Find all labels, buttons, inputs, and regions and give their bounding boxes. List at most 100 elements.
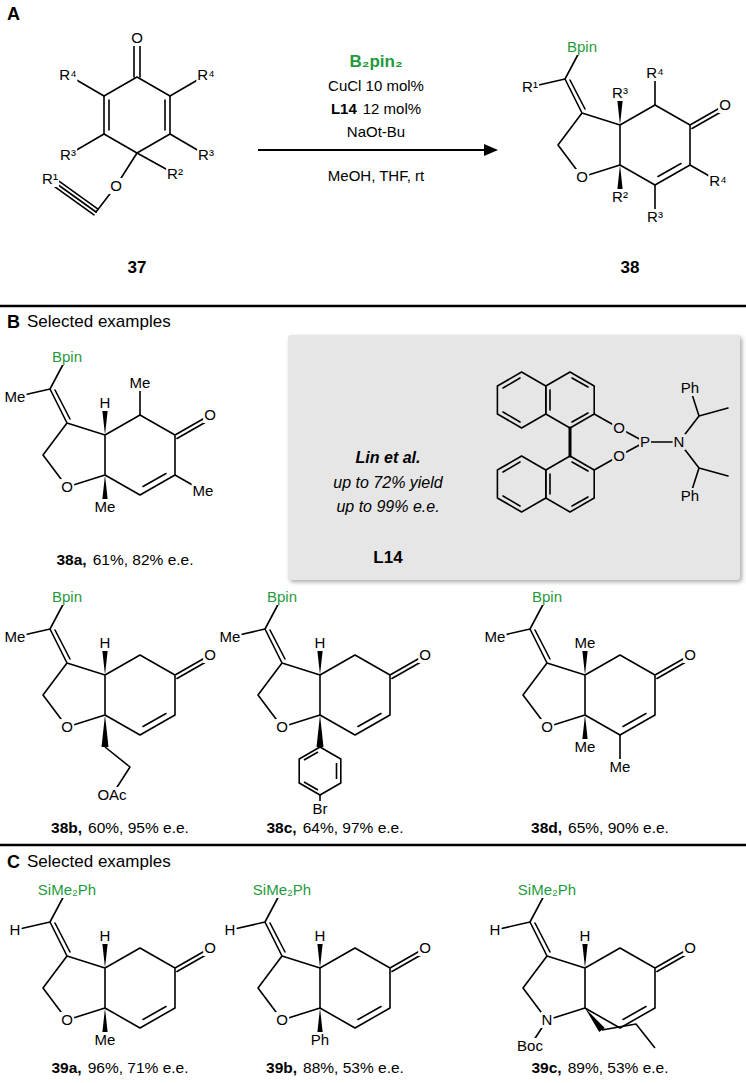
label-holder: Me	[4, 389, 27, 405]
label-holder: O	[203, 647, 217, 663]
label-holder: R⁴	[58, 67, 77, 83]
ligand-name: L14	[373, 548, 402, 567]
example-structure-part	[15, 597, 212, 735]
label-group: 38a,61%, 82% e.e.	[56, 552, 195, 568]
atom-label: SiMe₂Ph	[252, 882, 312, 898]
label-holder: Me	[129, 375, 152, 391]
atom-label: O	[60, 1012, 74, 1028]
substrate-structure-part	[109, 100, 165, 130]
label-group: 39a,96%, 71% e.e.	[51, 1060, 190, 1076]
example-structure-part	[299, 747, 341, 795]
label-holder: O	[718, 97, 732, 113]
label-holder: CuCl 10 mol%	[327, 78, 425, 94]
label-holder: 38	[620, 260, 641, 276]
atom-label: R³	[611, 85, 629, 101]
atom-label: R²	[611, 189, 629, 205]
label-holder: H	[224, 922, 237, 938]
atom-label: R³	[646, 209, 664, 225]
atom-label: O	[575, 169, 589, 185]
label-holder: H	[314, 635, 327, 651]
atom-label: H	[579, 928, 592, 944]
label-holder: Me	[574, 635, 597, 651]
atom-label: Me	[192, 483, 215, 499]
atom-label: H	[99, 395, 112, 411]
label-holder: Bpin	[566, 39, 598, 55]
atom-label: P	[639, 434, 651, 450]
label-holder: C	[6, 854, 21, 870]
label-holder: O	[683, 940, 697, 956]
yield-text: 65%, 90% e.e.	[567, 820, 670, 836]
compound-number: 38c,	[266, 820, 298, 836]
label-holder: R³	[646, 209, 664, 225]
atom-label: H	[99, 635, 112, 651]
label-holder: Me	[219, 629, 242, 645]
ligand-bonds-part	[546, 372, 594, 428]
example-structure-part	[102, 715, 109, 747]
label-holder: Bpin	[51, 349, 83, 365]
reaction-arrow-part	[484, 144, 498, 156]
panel-letter: B	[6, 314, 21, 330]
atom-label: Bpin	[566, 39, 598, 55]
atom-label: Ph	[680, 488, 700, 504]
ligand-bonds-part	[594, 388, 728, 496]
example-structure-part	[495, 890, 692, 1028]
atom-label: R³	[197, 147, 215, 163]
atom-label: R⁴	[708, 173, 727, 189]
label-holder: SiMe₂Ph	[252, 882, 312, 898]
atom-label: O	[418, 647, 432, 663]
example-structure-part	[317, 715, 324, 747]
atom-label: R¹	[521, 79, 539, 95]
label-holder: O	[418, 940, 432, 956]
atom-label: Me	[574, 635, 597, 651]
example-structure	[230, 597, 427, 809]
atom-label: OAc	[96, 787, 127, 803]
label-holder: H	[99, 928, 112, 944]
atom-label: O	[130, 30, 144, 46]
atom-label: Me	[94, 1032, 117, 1048]
label-holder: Boc	[516, 1038, 544, 1054]
label-holder: O	[612, 420, 626, 436]
label-holder: Me	[4, 629, 27, 645]
atom-label: H	[99, 928, 112, 944]
atom-label: O	[60, 479, 74, 495]
label-holder: OAc	[96, 787, 127, 803]
label-holder: H	[314, 928, 327, 944]
atom-label: O	[418, 940, 432, 956]
example-structure-part	[230, 890, 427, 1028]
label-holder: R²	[611, 189, 629, 205]
atom-label: H	[9, 922, 22, 938]
label-holder: Me	[574, 739, 597, 755]
atom-label: Bpin	[51, 589, 83, 605]
atom-label: N	[673, 434, 686, 450]
example-structure	[495, 890, 692, 1048]
separator-line	[0, 306, 746, 845]
atom-label: O	[275, 719, 289, 735]
atom-label: Boc	[516, 1038, 544, 1054]
atom-label: H	[314, 928, 327, 944]
atom-label: O	[203, 407, 217, 423]
label-group: 38c,64%, 97% e.e.	[266, 820, 405, 836]
compound-number: 38	[620, 260, 641, 276]
label-group: 38d,65%, 90% e.e.	[530, 820, 670, 836]
atom-label: Ph	[310, 1032, 330, 1048]
label-holder: Bpin	[531, 589, 563, 605]
label-group: 39c,89%, 53% e.e.	[531, 1060, 670, 1076]
label-holder: 37	[127, 260, 148, 276]
label-holder: Selected examples	[26, 854, 172, 870]
yield-text: 96%, 71% e.e.	[87, 1060, 190, 1076]
compound-number: 39b,	[265, 1060, 298, 1076]
label-holder: R³	[59, 147, 77, 163]
example-structure	[495, 597, 692, 767]
label-holder: SiMe₂Ph	[37, 882, 97, 898]
box-text: up to 99% e.e.	[336, 497, 439, 516]
label-holder: O	[130, 30, 144, 46]
label-holder: N	[541, 1012, 554, 1028]
label-holder: O	[612, 448, 626, 464]
reagent-text: CuCl 10 mol%	[327, 78, 425, 94]
label-holder: Bpin	[51, 589, 83, 605]
label-holder: R⁴	[645, 65, 664, 81]
label-holder: H	[579, 928, 592, 944]
atom-label: SiMe₂Ph	[37, 882, 97, 898]
atom-label: Bpin	[531, 589, 563, 605]
atom-label: Me	[609, 759, 632, 775]
